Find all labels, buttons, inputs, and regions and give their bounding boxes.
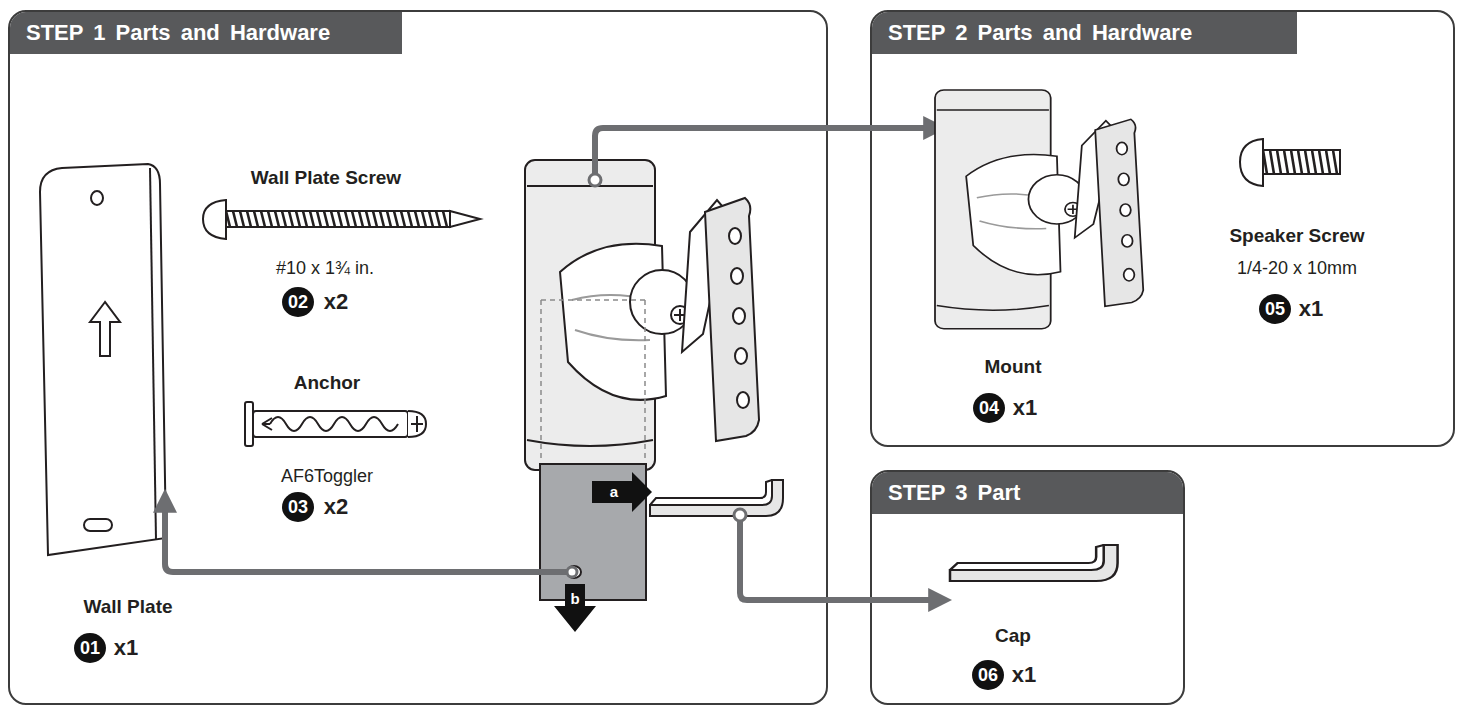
quantity: x2 <box>324 289 348 315</box>
step-heading: STEP 3 Part <box>872 472 1185 514</box>
quantity: x1 <box>1013 395 1037 421</box>
quantity: x1 <box>1299 296 1323 322</box>
callout-number: 02 <box>282 287 314 317</box>
part-name: Anchor <box>294 372 361 394</box>
callout-number: 03 <box>282 492 314 522</box>
part-spec: AF6Toggler <box>281 466 373 487</box>
part-name: Wall Plate <box>83 596 172 618</box>
part-spec: 1/4-20 x 10mm <box>1237 258 1357 279</box>
quantity: x1 <box>114 635 138 661</box>
quantity: x2 <box>324 494 348 520</box>
callout-number: 04 <box>973 393 1005 423</box>
part-name: Wall Plate Screw <box>251 167 401 189</box>
step-heading: STEP 1 Parts and Hardware <box>10 12 402 54</box>
quantity: x1 <box>1012 662 1036 688</box>
callout-number: 01 <box>74 633 106 663</box>
step-heading: STEP 2 Parts and Hardware <box>872 12 1297 54</box>
arrow-tag: b <box>570 590 579 607</box>
callout-number: 05 <box>1259 294 1291 324</box>
callout-number: 06 <box>972 660 1004 690</box>
part-spec: #10 x 1¾ in. <box>276 258 374 279</box>
part-name: Speaker Screw <box>1229 225 1364 247</box>
part-name: Mount <box>985 356 1042 378</box>
arrow-tag: a <box>610 483 618 500</box>
step-panel: STEP 2 Parts and Hardware <box>870 10 1455 447</box>
part-name: Cap <box>995 625 1031 647</box>
